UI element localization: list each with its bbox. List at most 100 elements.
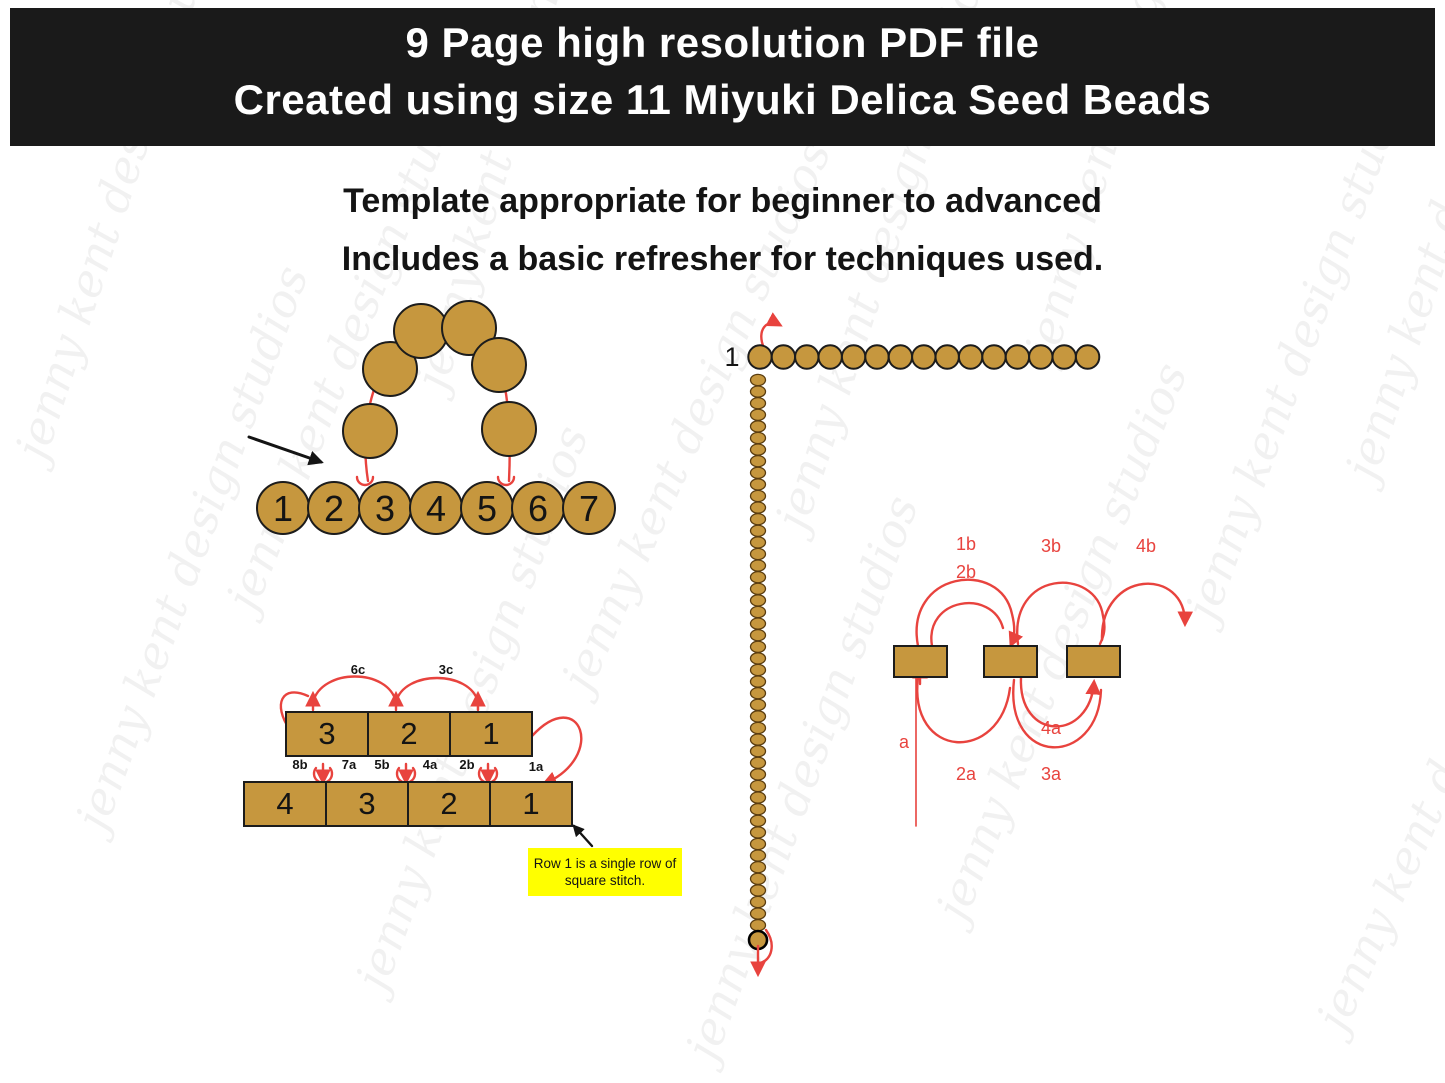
bead	[749, 373, 767, 387]
path-label: 4b	[1136, 536, 1156, 556]
bead	[749, 791, 767, 804]
bead	[770, 344, 797, 370]
path-label: 1b	[956, 534, 976, 554]
bead	[749, 640, 767, 654]
bead	[1051, 344, 1077, 370]
bead	[749, 663, 767, 677]
bead	[749, 559, 767, 572]
square-stitch-diagram: 6c 3c 3 2 1 8b 7a 5b 4a 2b 1a 4 3	[243, 662, 682, 896]
bead	[749, 570, 767, 584]
loop-4b	[1100, 582, 1193, 642]
bead	[794, 344, 820, 370]
bead	[749, 420, 767, 433]
bead-number: 3	[375, 488, 395, 529]
loop-1b	[915, 578, 1024, 648]
step-label: 4a	[423, 757, 438, 772]
bead	[1074, 344, 1101, 370]
loop-3c	[394, 676, 480, 704]
bottom-bead-row: 4 3 2 1	[243, 781, 573, 827]
bead-strand-diagram: 1	[724, 312, 1101, 978]
bead-7	[562, 481, 616, 535]
bead	[911, 344, 937, 370]
bead	[471, 337, 527, 393]
bead	[983, 645, 1038, 678]
peyote-stitch-diagram: 1 2 3 4 5 6 7	[247, 300, 616, 535]
bead	[749, 652, 767, 665]
step-label: 7a	[342, 757, 357, 772]
bead	[1004, 344, 1031, 370]
bead	[342, 403, 398, 459]
bead	[749, 698, 767, 712]
step-label: 2b	[459, 757, 474, 772]
note-line-2: square stitch.	[565, 873, 645, 888]
horizontal-bead-row	[747, 344, 1101, 370]
bead	[957, 344, 984, 370]
subtitle-line-1: Template appropriate for beginner to adv…	[343, 182, 1102, 220]
pointer-arrow	[247, 435, 324, 466]
bead	[981, 344, 1007, 370]
bead	[749, 895, 767, 909]
step-label: 8b	[292, 757, 307, 772]
bead	[749, 768, 767, 781]
bead	[749, 802, 767, 816]
note-arrow	[572, 824, 594, 848]
bead	[749, 779, 767, 793]
bead	[362, 341, 418, 397]
bead	[325, 781, 409, 827]
bead	[749, 837, 767, 851]
top-bead-row: 3 2 1	[285, 711, 533, 757]
subtitle: Template appropriate for beginner to adv…	[0, 172, 1445, 288]
thread-path-diagram: 1b 2b 3b 4b a 2a 3a 4a	[893, 534, 1193, 827]
bead	[285, 711, 369, 757]
bead	[449, 711, 533, 757]
path-label: 2b	[956, 562, 976, 582]
bead	[489, 781, 573, 827]
path-label: 2a	[956, 764, 977, 784]
loop-4a	[1019, 675, 1101, 728]
bead	[749, 744, 767, 758]
bead-number: 1	[273, 488, 293, 529]
note-line-1: Row 1 is a single row of	[534, 856, 677, 871]
bead-number: 3	[358, 786, 375, 821]
bead	[481, 401, 537, 457]
bead	[749, 501, 767, 514]
header-banner: 9 Page high resolution PDF file Created …	[10, 8, 1435, 146]
bead	[749, 408, 767, 422]
bead	[749, 733, 767, 746]
path-label: 4a	[1041, 718, 1062, 738]
bead-number: 2	[400, 716, 417, 751]
bead	[817, 344, 843, 370]
loop-3a	[1012, 678, 1103, 749]
arch-beads	[342, 300, 537, 459]
subtitle-line-2: Includes a basic refresher for technique…	[341, 240, 1104, 278]
bead	[749, 884, 767, 897]
bead-number: 3	[318, 716, 335, 751]
bead	[893, 645, 948, 678]
bead	[749, 872, 767, 886]
bead	[749, 849, 767, 862]
thread-loop	[355, 475, 375, 487]
bead-number: 1	[482, 716, 499, 751]
bead	[749, 756, 767, 770]
return-thread-arc	[530, 716, 583, 787]
note-box	[528, 848, 682, 896]
row-number-label: 1	[724, 342, 739, 372]
bead-number: 2	[440, 786, 457, 821]
bead	[747, 344, 773, 370]
bead	[749, 524, 767, 538]
thread-loop	[496, 475, 516, 487]
bead	[840, 344, 867, 370]
bead	[749, 710, 767, 723]
bead	[749, 605, 767, 619]
bead	[367, 711, 451, 757]
vertical-bead-strand	[749, 373, 767, 932]
watermark-text: jenny kent design studios	[1305, 472, 1445, 1038]
bead	[749, 675, 767, 688]
bead	[393, 303, 449, 359]
step-label: 1a	[529, 759, 544, 774]
loop-2a	[916, 675, 1012, 744]
bead	[749, 918, 767, 932]
bead-row	[893, 645, 1121, 678]
bead	[749, 814, 767, 828]
bead	[749, 594, 767, 607]
